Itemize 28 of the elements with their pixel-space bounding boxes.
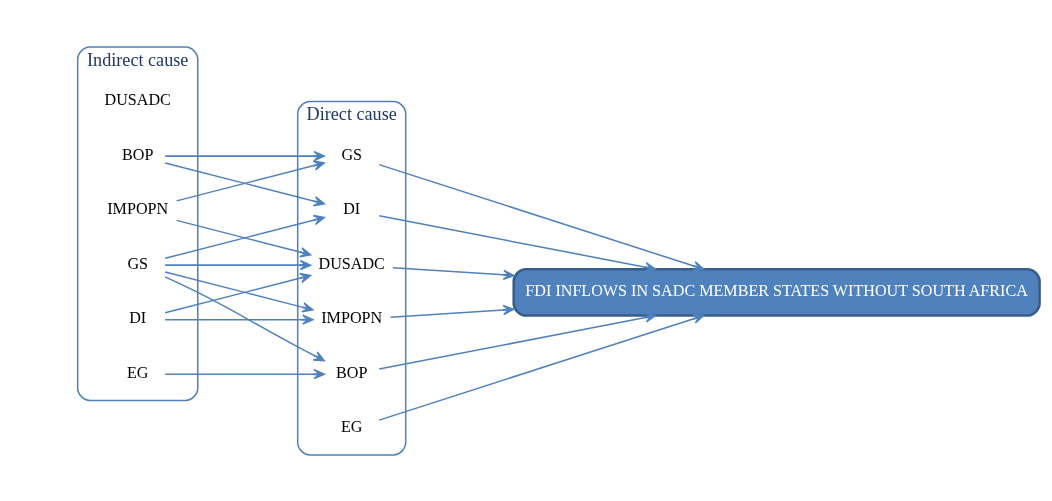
node-text: EG [126,363,149,381]
arrow [164,368,326,379]
arrow [378,313,705,421]
arrow [164,313,314,325]
node-box: FDI INFLOWS IN SADC MEMBER STATES WITHOUT SOUTH AFRICA [512,267,1041,317]
node-text: BOP [336,363,368,381]
node-text: BOP [122,145,154,163]
arrow [378,163,705,271]
node-text: EG [340,417,363,435]
arrow [378,311,657,370]
arrow [175,219,312,257]
node-text: DUSADC [104,90,171,108]
arrow [164,214,326,259]
node-text: DI [129,308,147,326]
node-text: GS [127,254,149,272]
arrow [378,214,657,272]
node-text: DI [343,199,361,217]
arrow [164,161,326,206]
arrow [164,259,312,270]
node-text: GS [341,145,363,163]
node-text: DUSADC [318,254,385,272]
arrow [389,304,515,318]
arrow [175,159,325,202]
arrow [392,266,515,280]
arrow [164,150,326,161]
node-text: IMPOPN [107,199,169,217]
node-text: IMPOPN [321,308,383,326]
arrow [164,275,325,361]
